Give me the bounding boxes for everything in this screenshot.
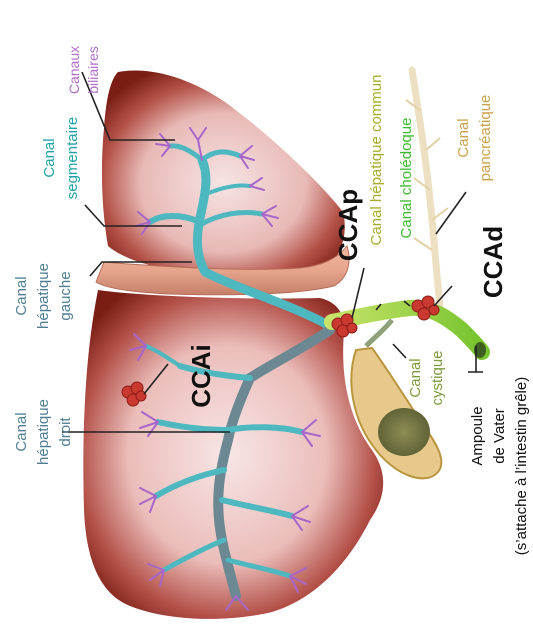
label-canal-segmentaire: Canal segmentaire (41, 117, 81, 200)
svg-text:cystique: cystique (429, 350, 446, 405)
label-canal-hepatique-droit: Canal hépatique droit (13, 399, 74, 465)
svg-text:Canal: Canal (407, 358, 424, 397)
svg-text:Canal: Canal (41, 138, 58, 177)
svg-text:biliaires: biliaires (85, 46, 101, 93)
gallbladder-body (378, 408, 430, 456)
svg-text:segmentaire: segmentaire (64, 117, 81, 200)
label-canaux-biliaires: Canaux biliaires (66, 46, 101, 94)
svg-text:hépatique: hépatique (35, 263, 52, 329)
label-canal-cystique: Canal cystique (407, 350, 446, 405)
svg-text:droit: droit (57, 417, 74, 447)
svg-text:(s’attache à l’intestin grêle): (s’attache à l’intestin grêle) (513, 377, 530, 555)
label-canal-hepatique-gauche: Canal hépatique gauche (13, 263, 74, 329)
svg-text:gauche: gauche (57, 271, 74, 320)
label-ccai: CCAi (186, 344, 216, 408)
cystic-duct (366, 320, 392, 346)
label-canal-hepatique-commun: Canal hépatique commun (368, 75, 385, 246)
label-canal-pancreatique: Canal pancréatique (455, 95, 494, 182)
svg-text:Canal: Canal (13, 276, 30, 315)
svg-text:Canal: Canal (13, 412, 30, 451)
label-ccap: CCAp (333, 189, 363, 261)
label-canal-choledoque: Canal cholédoque (398, 118, 415, 239)
svg-text:hépatique: hépatique (35, 399, 52, 465)
label-ampoule-de-vater: Ampoule de Vater (s’attache à l’intestin… (469, 377, 530, 555)
svg-text:Canal: Canal (455, 118, 472, 157)
svg-text:de Vater: de Vater (491, 408, 508, 464)
svg-text:pancréatique: pancréatique (477, 95, 494, 182)
upper-liver-lobe (102, 70, 345, 274)
svg-text:Canaux: Canaux (66, 46, 82, 94)
label-ccad: CCAd (478, 226, 508, 298)
svg-text:Ampoule: Ampoule (469, 406, 486, 465)
